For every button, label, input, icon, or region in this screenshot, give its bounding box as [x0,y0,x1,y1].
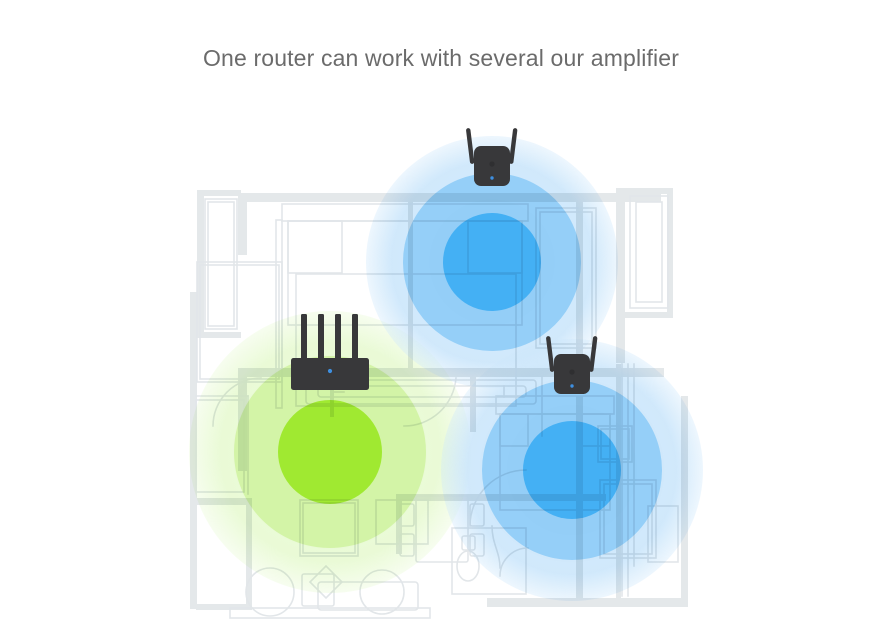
coverage-zones [189,136,703,601]
amplifier-bottom-zone-inner-ring [523,421,621,519]
coverage-zone-amplifier-top [366,136,618,388]
wifi-coverage-illustration [0,96,882,638]
amplifier-top-zone-inner-ring [443,213,541,311]
coverage-zone-amplifier-bottom [441,339,703,601]
router-zone-inner-ring [278,400,382,504]
page-title: One router can work with several our amp… [202,45,680,72]
coverage-zone-router [189,311,471,593]
